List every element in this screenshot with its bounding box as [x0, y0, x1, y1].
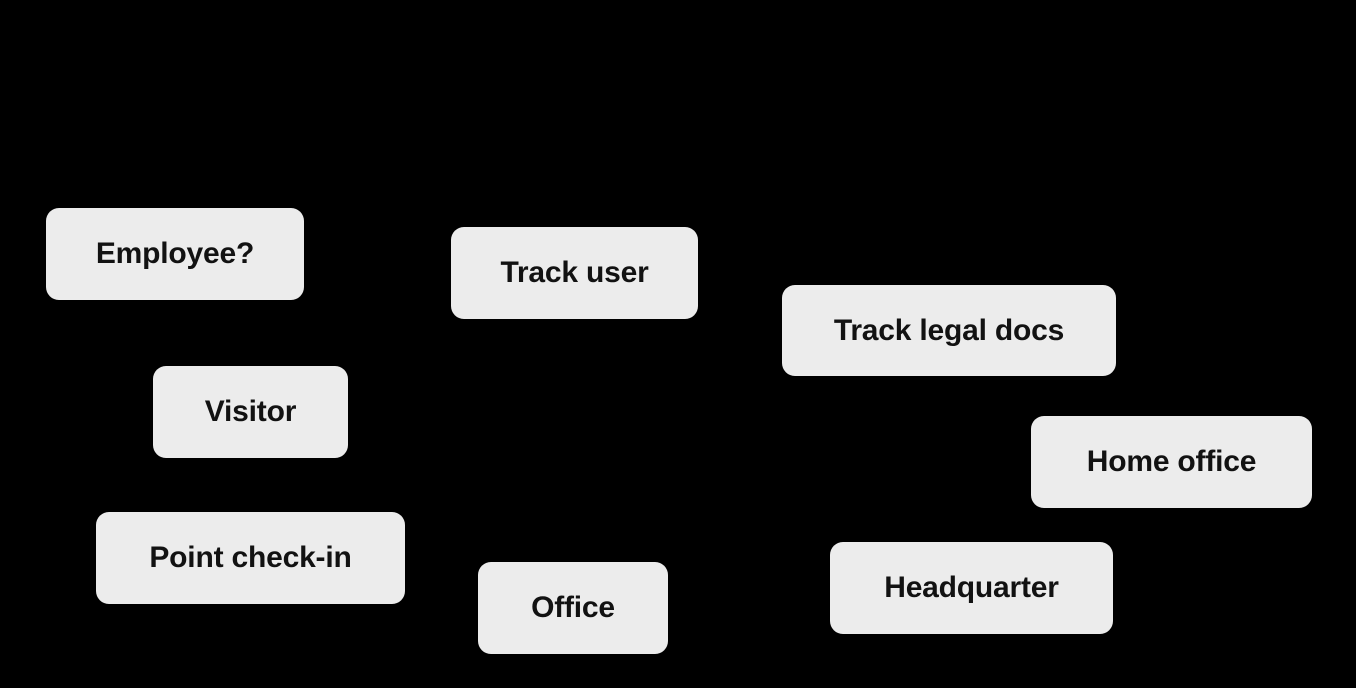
node-visitor[interactable]: Visitor [153, 366, 348, 458]
node-point-check-in[interactable]: Point check-in [96, 512, 405, 604]
node-track-user[interactable]: Track user [451, 227, 698, 319]
node-office[interactable]: Office [478, 562, 668, 654]
node-track-legal-docs-label: Track legal docs [833, 313, 1065, 347]
node-track-legal-docs[interactable]: Track legal docs [782, 285, 1116, 376]
node-office-label: Office [531, 591, 615, 624]
node-point-check-in-label: Point check-in [149, 541, 352, 574]
node-home-office-label: Home office [1086, 445, 1257, 478]
node-track-user-label: Track user [500, 256, 649, 289]
node-visitor-label: Visitor [204, 395, 297, 428]
node-headquarter[interactable]: Headquarter [830, 542, 1113, 634]
node-headquarter-label: Headquarter [884, 571, 1059, 604]
node-employee-label: Employee? [95, 237, 255, 270]
node-home-office[interactable]: Home office [1031, 416, 1312, 508]
node-employee[interactable]: Employee? [46, 208, 304, 300]
